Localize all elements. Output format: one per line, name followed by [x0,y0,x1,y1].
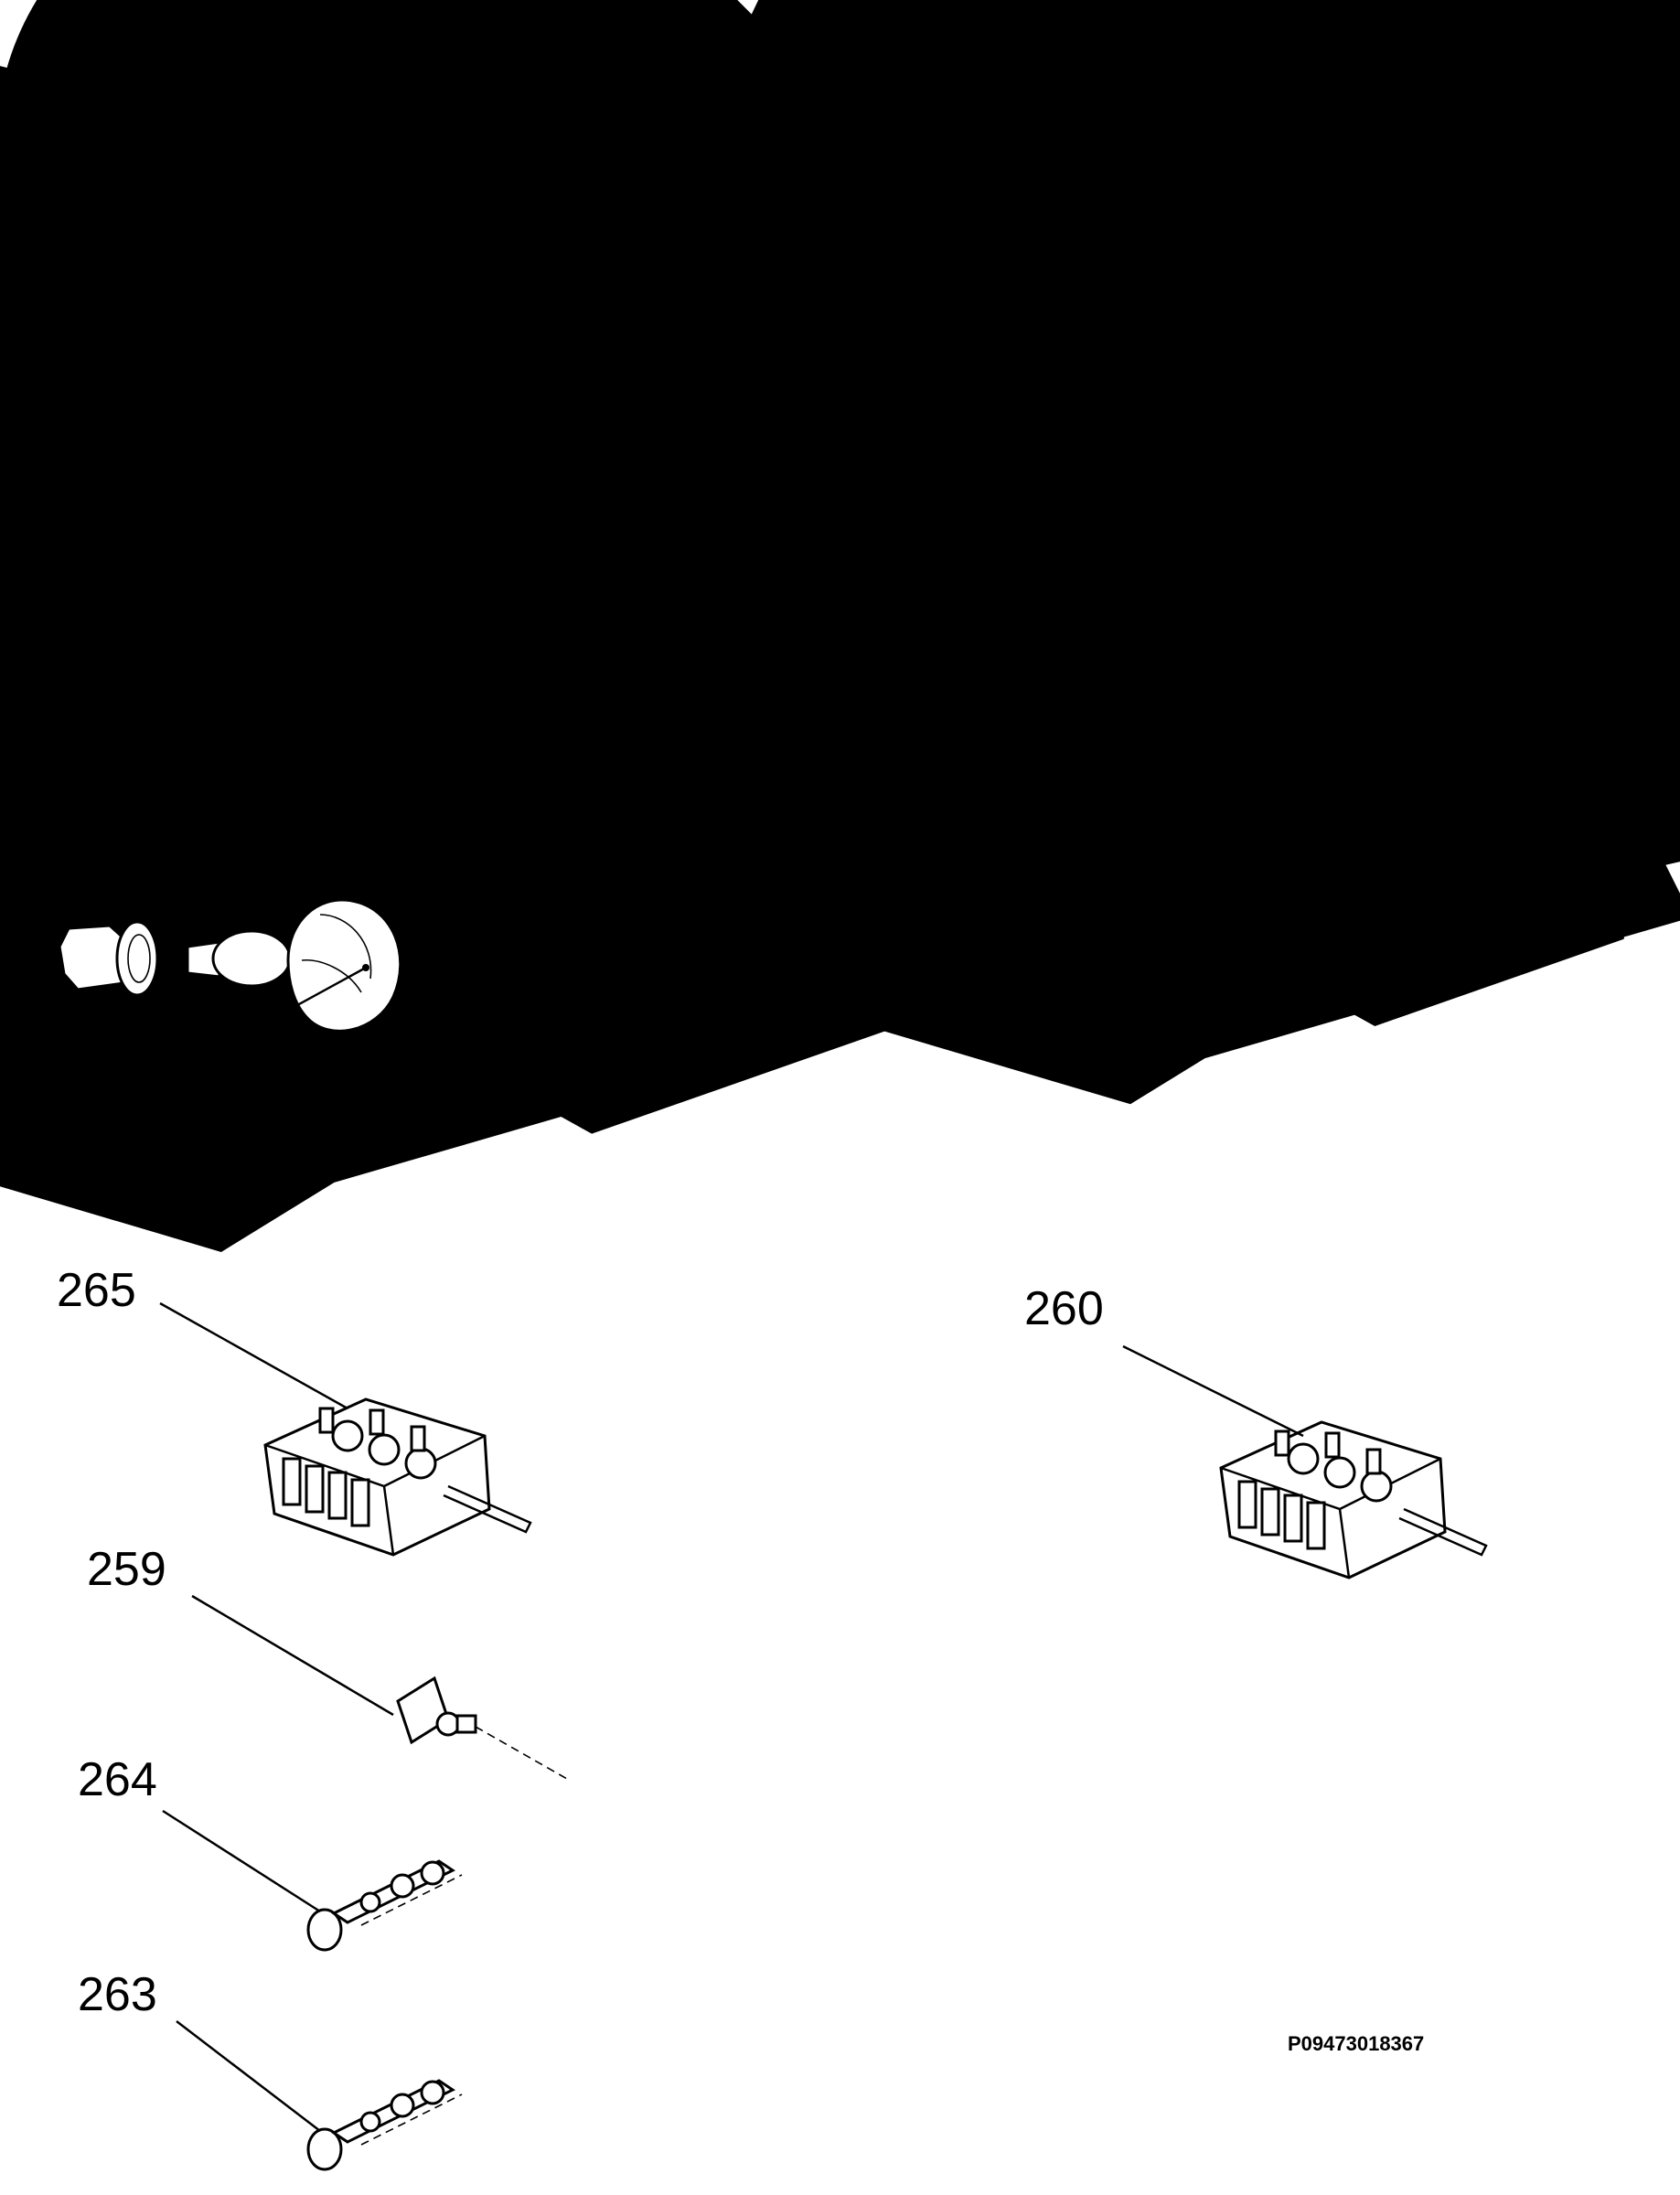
indicator-263 [306,2079,464,2171]
drawing-reference-number: P09473018367 [1288,2032,1425,2055]
leader-265 [159,1301,348,1410]
leader-153 [136,966,367,1095]
callout-260: 260 [1024,1282,1104,1335]
callout-223: 223 [1536,439,1616,492]
callout-220-top: 220 [35,224,114,277]
leader-263 [176,2020,321,2132]
leader-260 [1122,1344,1304,1438]
leader-223 [1314,220,1537,440]
rotary-switch-265 [263,1397,532,1557]
callout-265: 265 [57,1264,136,1317]
callout-264: 264 [78,1753,157,1806]
callout-153: 153 [26,1099,105,1152]
leader-220-b [1349,648,1526,768]
callout-259: 259 [87,1543,166,1596]
rotary-switch-260 [1219,1420,1488,1579]
oven-lamp-153 [58,898,402,1033]
callout-220-right: 220 [1536,747,1616,800]
leader-259 [191,1594,394,1717]
switch-component-259 [396,1676,568,1780]
leader-264 [162,1809,321,1913]
hotplate-220-small-right [1023,567,1501,873]
leader-221 [141,573,289,656]
callout-263: 263 [78,1968,157,2021]
callout-221: 221 [41,642,121,695]
indicator-264 [306,1859,464,1952]
hotplate-221-large [59,438,783,903]
